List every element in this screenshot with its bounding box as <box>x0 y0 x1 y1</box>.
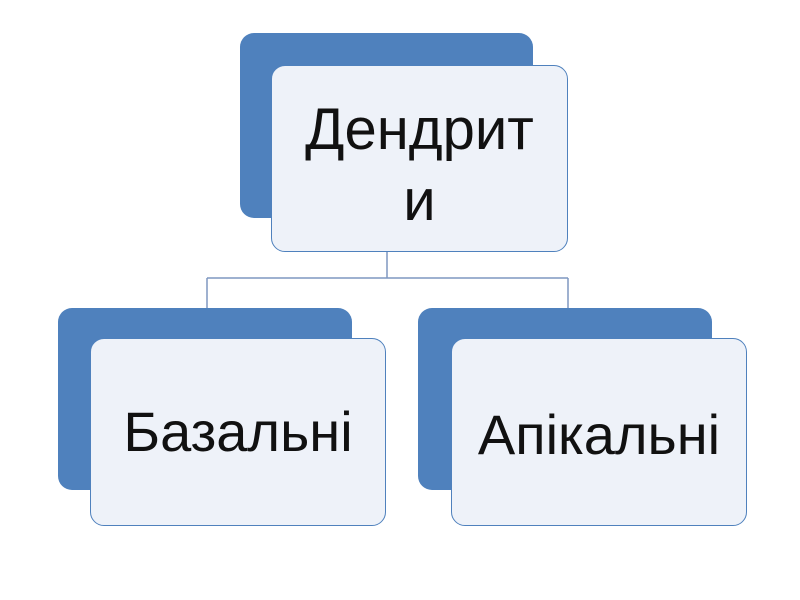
node-dendrites: Дендрити <box>240 33 570 253</box>
node-apical: Апікальні <box>418 308 750 528</box>
node-basal: Базальні <box>58 308 390 528</box>
node-basal-label: Базальні <box>123 399 353 463</box>
node-apical-label: Апікальні <box>477 402 721 466</box>
node-dendrites-label-box: Дендрити <box>271 65 568 252</box>
node-dendrites-label: Дендрити <box>305 96 534 233</box>
node-basal-label-box: Базальні <box>90 338 386 526</box>
node-apical-label-box: Апікальні <box>451 338 747 526</box>
